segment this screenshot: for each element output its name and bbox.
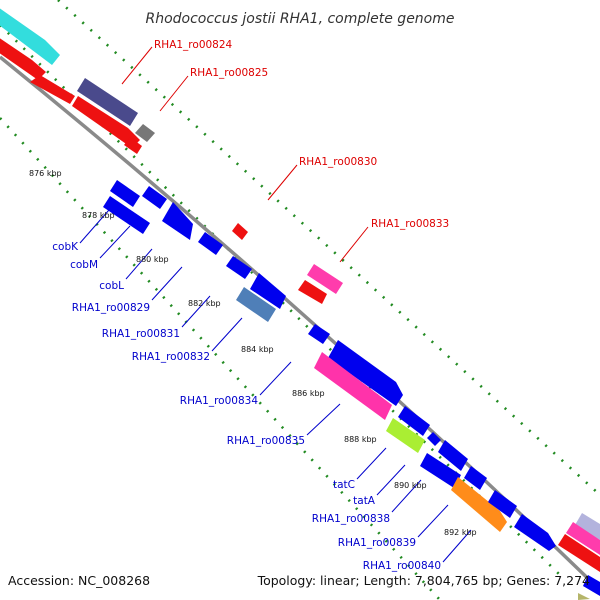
gene-cobK-b xyxy=(142,186,167,209)
gene-blue-edge xyxy=(583,575,600,596)
tick-label: 878 kbp xyxy=(82,211,115,220)
gene-ro00838-a xyxy=(438,440,468,471)
tick-label: 880 kbp xyxy=(136,255,169,264)
gene-cobM xyxy=(103,196,150,234)
gene-ro00834-a xyxy=(308,324,330,344)
leader-cobK xyxy=(79,209,110,244)
gene-label-ro00834: RHA1_ro00834 xyxy=(180,395,259,407)
gene-ro00840-a xyxy=(488,490,517,518)
bottom-strand-genes xyxy=(103,180,600,600)
accession-text: Accession: NC_008268 xyxy=(8,573,150,588)
gene-label-ro00835: RHA1_ro00835 xyxy=(227,435,305,447)
gene-label-ro00838: RHA1_ro00838 xyxy=(312,513,390,525)
gene-ro00838-b xyxy=(420,453,461,488)
gene-cyan-arrow xyxy=(0,8,60,65)
gene-purple-box xyxy=(77,78,138,126)
gene-label-ro00830: RHA1_ro00830 xyxy=(299,156,377,168)
leader-ro00834 xyxy=(259,361,292,396)
gene-pink-ro00833 xyxy=(307,264,343,294)
gene-ro00831-b xyxy=(250,273,286,309)
gene-label-cobK: cobK xyxy=(52,241,79,253)
leader-cobL xyxy=(125,248,153,280)
tick-label: 886 kbp xyxy=(292,389,325,398)
topology-text: Topology: linear; Length: 7,804,765 bp; … xyxy=(257,573,590,588)
leader-tatC xyxy=(356,447,387,480)
leader-cobM xyxy=(99,225,131,259)
gene-ro00832 xyxy=(236,287,276,322)
gene-cobK xyxy=(110,180,140,207)
top-strand-genes xyxy=(0,8,600,572)
gene-tatC-blue-a xyxy=(398,406,430,436)
gene-label-tatC: tatC xyxy=(333,479,355,491)
tick-label: 876 kbp xyxy=(29,169,62,178)
gene-label-ro00829: RHA1_ro00829 xyxy=(72,302,150,314)
leader-ro00839 xyxy=(417,504,449,538)
gene-ro00831-a xyxy=(226,256,252,279)
tick-label: 890 kbp xyxy=(394,481,427,490)
leader-lines-bottom xyxy=(79,209,472,563)
gene-cobL xyxy=(162,202,193,240)
tick-label: 888 kbp xyxy=(344,435,377,444)
gene-pink-edge xyxy=(566,522,600,555)
gene-gray-box xyxy=(135,124,155,142)
gene-ro00839-b xyxy=(464,466,487,490)
gene-tatC-green xyxy=(386,418,425,453)
leader-ro00824 xyxy=(121,46,153,85)
gene-red-arrow-2 xyxy=(30,75,75,104)
leader-ro00829 xyxy=(151,266,183,301)
tick-label: 892 kbp xyxy=(444,528,477,537)
gene-labels-top: RHA1_ro00824 RHA1_ro00825 RHA1_ro00830 R… xyxy=(154,39,449,230)
gene-label-cobL: cobL xyxy=(99,280,124,292)
gene-label-ro00831: RHA1_ro00831 xyxy=(102,328,180,340)
gene-red-small xyxy=(124,137,142,154)
gene-label-ro00840: RHA1_ro00840 xyxy=(363,560,441,572)
position-ticks: 876 kbp 878 kbp 880 kbp 882 kbp 884 kbp … xyxy=(29,169,477,537)
gene-red-arrow-3 xyxy=(72,96,140,148)
gene-label-ro00833: RHA1_ro00833 xyxy=(371,218,449,230)
leader-ro00831 xyxy=(181,295,211,328)
leader-ro00832 xyxy=(211,317,243,352)
leader-ro00833 xyxy=(339,226,369,263)
guide-line-outer-top xyxy=(57,0,600,496)
gene-ro00840-b xyxy=(514,514,556,551)
leader-ro00835 xyxy=(306,403,341,436)
leader-ro00838 xyxy=(391,479,422,513)
leader-lines-top xyxy=(121,46,369,263)
gene-ro00829 xyxy=(198,232,223,255)
gene-labels-bottom: cobK cobM cobL RHA1_ro00829 RHA1_ro00831… xyxy=(52,241,441,572)
gene-label-ro00832: RHA1_ro00832 xyxy=(132,351,210,363)
leader-ro00830 xyxy=(267,164,298,201)
leader-ro00825 xyxy=(159,75,189,112)
gene-label-cobM: cobM xyxy=(70,259,98,271)
gene-ro00834-b xyxy=(328,340,403,406)
gene-label-ro00825: RHA1_ro00825 xyxy=(190,67,268,79)
gene-label-ro00839: RHA1_ro00839 xyxy=(338,537,416,549)
gene-red-ro00830 xyxy=(232,223,248,240)
tick-label: 884 kbp xyxy=(241,345,274,354)
tick-label: 882 kbp xyxy=(188,299,221,308)
gene-label-tatA: tatA xyxy=(353,495,376,507)
gene-red-edge xyxy=(558,534,600,572)
guide-line-inner-bottom xyxy=(0,117,441,600)
gene-tatA xyxy=(427,432,441,446)
gene-ro00835 xyxy=(314,352,392,420)
gene-red-arrow-1 xyxy=(0,38,46,80)
gene-lavender-edge xyxy=(575,513,600,540)
map-title: Rhodococcus jostii RHA1, complete genome xyxy=(145,11,454,27)
leader-ro00840 xyxy=(442,529,472,563)
gene-olive-edge xyxy=(578,593,590,600)
gene-ro00839 xyxy=(451,477,507,532)
gene-red-ro00833-b xyxy=(298,280,327,304)
gene-label-ro00824: RHA1_ro00824 xyxy=(154,39,233,51)
leader-tatA xyxy=(376,464,406,496)
